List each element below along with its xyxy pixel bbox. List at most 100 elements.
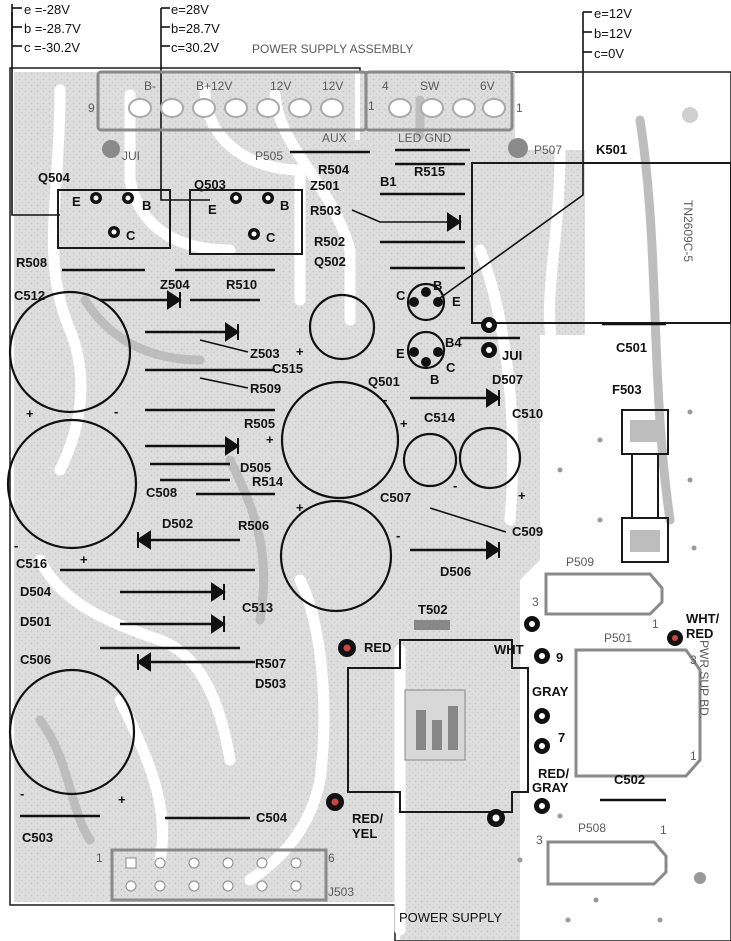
j503-connector: 1 6 J503 [96,848,354,902]
c515-label: C515 [272,361,303,376]
pwr-sup-bd-label: PWR SUP BD. [697,640,711,719]
c513-label: C513 [242,600,273,615]
t502-transformer: T502 RED RED/ YEL WHT 9 GRAY 7 RED/ GRAY [326,602,569,841]
top-connector-strip: B- B+12V 12V 12V SW 6V 9 1 4 1 AUX LED G… [88,70,523,145]
q502-voltage-c: c=0V [594,46,624,61]
c507-capacitor: + + - C507 [266,380,411,505]
q503-voltage-callout: e=28V b=28.7V c=30.2V [160,2,220,201]
d504-label: D504 [20,584,52,599]
c510-label: C510 [512,406,543,421]
p508-connector: P508 3 1 [536,821,668,886]
r508-label: R508 [16,255,47,270]
c513-plus: + [296,500,304,515]
p501-pin1: 1 [690,749,697,763]
c506-label: C506 [20,652,51,667]
copper-traces [34,84,675,936]
c512-minus: - [114,404,118,419]
q501-transistor: E B4 C B Q501 [368,330,462,389]
q503-transistor: Q503 E B C [189,177,303,255]
p501-pin3: 3 [690,653,697,667]
q502-voltage-callout: e=12V b=12V c=0V [439,6,632,299]
q504-transistor: Q504 E B C [38,170,171,249]
q502-voltage-e: e=12V [594,6,632,21]
conn-label-6v: 6V [480,79,495,93]
q504-pin-e: E [72,194,81,209]
q504-label: Q504 [38,170,71,185]
p509-pin1: 1 [652,617,659,631]
c507-minus: - [383,392,387,407]
c512-capacitor: C512 + - [8,288,132,421]
q502-pin-b: B [433,278,442,293]
q504-pin-c: C [126,228,136,243]
aux-label: AUX [322,131,347,145]
d505-label: D505 [240,460,271,475]
c514-label: C514 [424,410,456,425]
p507-pad [508,138,528,158]
c515-capacitor: + C515 [272,293,376,376]
k501-label: K501 [596,142,627,157]
p505-label: P505 [255,149,283,163]
wire-wht-label: WHT [494,642,524,657]
q502-pin-c: C [396,288,406,303]
q502-transistor: C B E [396,278,461,322]
wire-gray-label: GRAY [532,684,569,699]
q504-pin-b: B [142,198,151,213]
d506-label: D506 [440,564,471,579]
c506-plus: + [118,792,126,807]
q503-pin-b: B [280,198,289,213]
q502-pin-e: E [452,294,461,309]
p509-connector: P509 3 1 [532,555,664,631]
c506-capacitor: C506 - + [8,652,136,807]
c514-minus: - [453,478,457,493]
d503-label: D503 [255,676,286,691]
wire-red-label: RED [364,640,391,655]
r503-label: R503 [310,203,341,218]
p508-pin1: 1 [660,823,667,837]
c513-minus: - [396,528,400,543]
c506-minus: - [20,786,24,801]
c512-label: C512 [14,288,45,303]
conn-pin-4: 4 [382,79,389,93]
c516-capacitor: - C516 + [6,418,138,571]
c507-plus-left: + [266,432,274,447]
jui-top-pad [102,140,120,158]
p509-pin3: 3 [532,595,539,609]
c501-label: C501 [616,340,647,355]
q503-voltage-e: e=28V [171,2,209,17]
d507-label: D507 [492,372,523,387]
q502-voltage-b: b=12V [594,26,632,41]
conn-pin-9: 9 [88,101,95,115]
q503-pin-c: C [266,230,276,245]
q501-pin-c: C [446,360,456,375]
c502-label: C502 [614,772,645,787]
conn-label-b-minus: B- [144,79,156,93]
d501-label: D501 [20,614,51,629]
p508-label: P508 [578,821,606,835]
z503-label: Z503 [250,346,280,361]
r507-label: R507 [255,656,286,671]
p501-label: P501 [604,631,632,645]
wht-red-label-1: WHT/ [686,611,720,626]
jui-mid-label: JUI [502,348,522,363]
conn-label-12v-b: 12V [322,79,343,93]
q504-voltage-c: c =-30.2V [24,40,80,55]
t502-label: T502 [418,602,448,617]
upper-middle-parts: R504 R515 Z501 B1 R503 R502 Q502 R508 R5… [16,162,465,310]
r505-label: R505 [244,416,275,431]
t502-pin9: 9 [556,650,563,665]
c515-plus: + [296,344,304,359]
wire-red-gray-2: GRAY [532,780,569,795]
j503-pin1: 1 [96,851,103,865]
q503-voltage-b: b=28.7V [171,21,220,36]
wire-red-yel-2: YEL [352,826,377,841]
r510-label: R510 [226,277,257,292]
conn-pin-1-b: 1 [516,101,523,115]
conn-label-b-plus-12v: B+12V [196,79,232,93]
c516-minus: - [14,538,18,553]
conn-label-sw: SW [420,79,440,93]
q504-voltage-e: e =-28V [24,2,70,17]
c508-label: C508 [146,485,177,500]
q502-label: Q502 [314,254,346,269]
r514-label: R514 [252,474,284,489]
